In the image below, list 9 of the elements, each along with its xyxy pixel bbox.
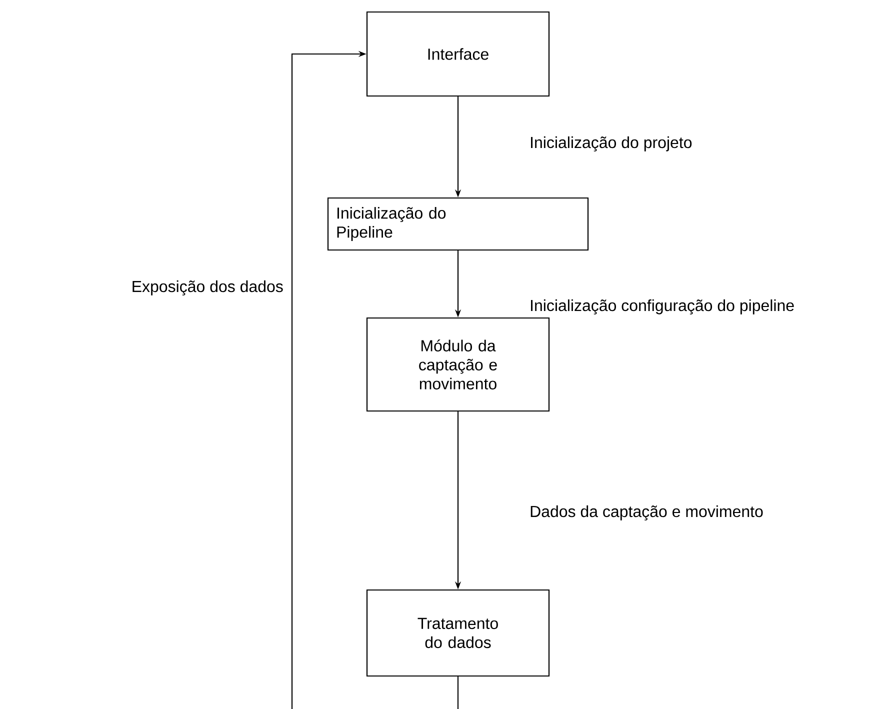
process-box: Interface (366, 11, 550, 97)
edge-label: Inicialização configuração do pipeline (531, 299, 794, 314)
process-box: Inicialização do Pipeline (327, 197, 589, 251)
edge-label: Inicialização do projeto (531, 136, 692, 152)
process-box: Módulo da captação e movimento (366, 317, 550, 412)
process-box: Tratamento do dados (366, 589, 550, 677)
edge-label: Exposição dos dados (132, 280, 283, 296)
edge-label: Dados da captação e movimento (530, 505, 763, 520)
arrow (291, 50, 459, 709)
